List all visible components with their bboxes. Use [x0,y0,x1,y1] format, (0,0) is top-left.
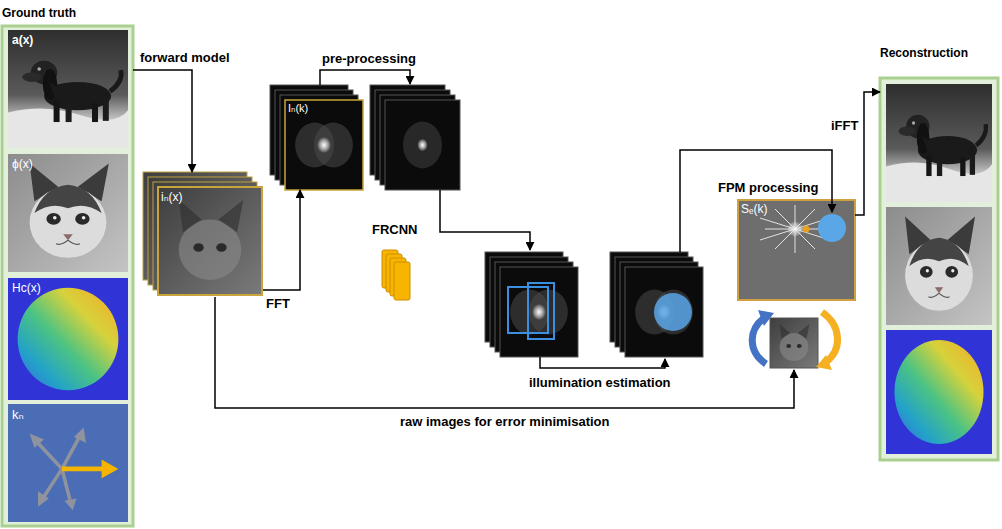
edge-label: raw images for error minimisation [400,414,610,430]
preprocessed-stack [385,100,460,190]
iteration-loop [822,312,838,362]
reconstruction-panel [886,207,992,325]
spectrum-stack [285,100,363,190]
flow-arrow [855,92,880,215]
illumination-stack [610,252,703,357]
ground-truth-panel [8,30,128,148]
fpm-spectrum [818,214,846,242]
raw-image-stack [143,172,262,295]
preprocessed-stack [385,100,460,190]
image-panel: Reconstruction [880,46,998,460]
label-holder: pre-processing [322,51,416,67]
label-holder: FFT [266,296,290,312]
fpm-spectrum [738,200,855,300]
raw-image-stack [158,187,262,295]
panel-heading: Reconstruction [880,46,968,60]
spectrum-stack [270,85,363,190]
preprocessed-stack [370,85,460,190]
tile-label: Hc(x) [12,281,41,295]
flow-line [540,357,665,368]
flow-arrow [263,190,300,290]
image-tile: Hc(x) [8,278,128,400]
edge-label: forward model [140,50,230,66]
network-name: FRCNN [372,222,418,238]
illumination-stack [654,293,692,331]
tile-label: a(x) [12,33,33,47]
tile-label: ϕ(x) [12,157,33,171]
raw-image-stack [158,187,262,295]
reconstruction-panel [880,78,998,460]
detection-stack [500,267,578,357]
illumination-stack [625,267,703,357]
tile-label: kₙ [12,407,24,423]
network-icon [394,262,410,300]
network-icon [382,250,410,300]
ground-truth-panel [2,26,133,526]
fpm-spectrum [775,209,815,249]
flow-line [440,190,530,250]
detection-stack [485,252,578,357]
spectrum-stack [285,100,363,190]
flow-line [680,150,832,252]
fpm-spectrum [775,209,815,249]
label-holder: iFFT [831,118,858,134]
step-label: illumination estimation [529,375,671,391]
image-tile: kₙ [8,404,128,522]
stack-label: Iₙ(k) [288,102,308,115]
reconstruction-panel [886,330,992,454]
reconstruction-panel [886,84,992,202]
iteration-loop [758,310,774,326]
flow-line [320,70,410,85]
stack-label: iₙ(x) [161,190,182,204]
flow-arrow [215,297,794,408]
panel-heading: Ground truth [2,6,76,20]
image-stack: Iₙ(k) [270,85,363,190]
iteration-loop [770,318,818,368]
image-tile: ϕ(x) [8,154,128,272]
iteration-loop [816,355,832,370]
image-stack: iₙ(x) [143,172,263,297]
edge-label: FFT [266,296,290,312]
step-label: pre-processing [322,51,416,67]
ground-truth-panel [8,404,128,522]
image-tile: a(x) [8,30,128,148]
iteration-loop [752,310,837,370]
ground-truth-panel [8,278,128,400]
fpm-spectrum [803,226,810,233]
ground-truth-panel [8,154,128,272]
label-holder: raw images for error minimisation [400,414,610,430]
label-holder: illumination estimation [529,375,671,391]
fpm-spectrum [738,200,855,300]
ground-truth-panel [2,26,133,526]
fpm-spectrum [787,221,803,237]
process-box: FPM processingSₑ(k) [716,180,855,370]
reconstruction-panel [880,78,998,460]
flow-arrow [133,70,192,172]
illumination-stack [625,267,703,357]
detection-stack [528,283,554,339]
edge-label: iFFT [831,118,858,134]
image-panel: Ground truth a(x) ϕ(x) Hc(x) kₙ [2,6,133,527]
label-holder: forward model [140,50,230,66]
flow-line [320,70,832,368]
process-heading: FPM processing [718,180,818,196]
spectrum-label: Sₑ(k) [741,202,767,216]
iteration-loop [770,318,818,368]
detection-stack [500,267,578,357]
network-label: FRCNN [372,222,428,240]
